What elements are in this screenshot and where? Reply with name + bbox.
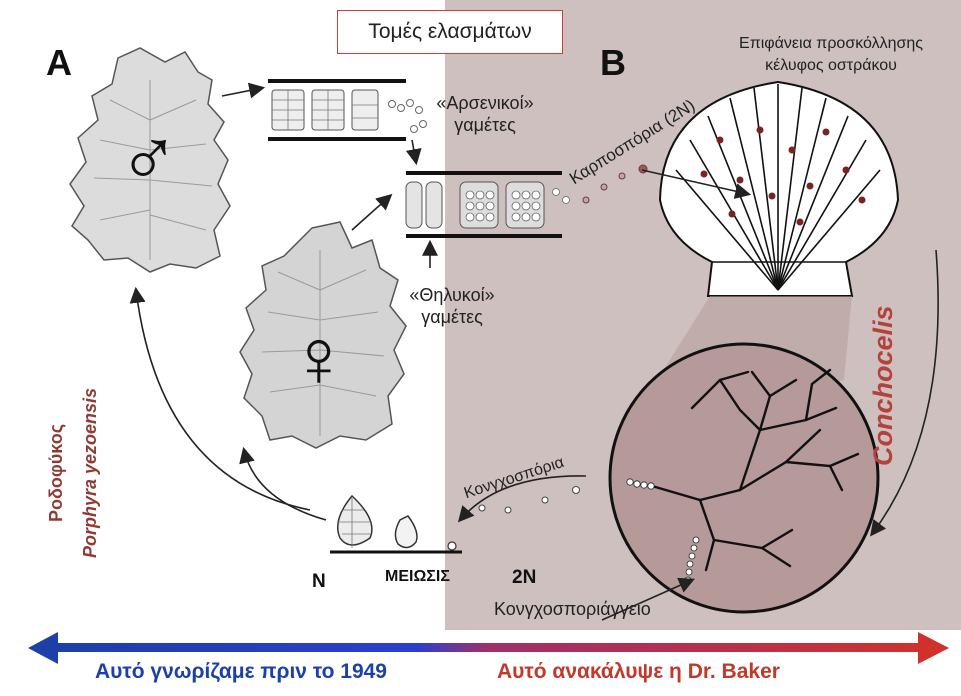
species-common-label: Ροδοφύκος	[46, 424, 67, 522]
conchocelis-label: Conchocelis	[868, 305, 899, 466]
male-section	[268, 81, 427, 139]
before-1949-label: Αυτό γνωρίζαμε πριν το 1949	[95, 660, 387, 684]
female-gametes-label: «Θηλυκοί» γαμέτες	[392, 284, 512, 328]
conchosporangium-label: Κονγχοσποριάγγειο	[494, 599, 651, 620]
male-gametes-line1: «Αρσενικοί»	[420, 92, 550, 114]
panel-b-label: B	[600, 42, 626, 84]
sections-title: Τομές ελασμάτων	[337, 10, 563, 54]
haploid-label: N	[312, 571, 326, 593]
female-gametes-line1: «Θηλυκοί»	[392, 284, 512, 306]
male-gametes-label: «Αρσενικοί» γαμέτες	[420, 92, 550, 136]
baker-discovery-label: Αυτό ανακάλυψε η Dr. Baker	[497, 660, 780, 684]
female-symbol: ♀	[288, 318, 350, 400]
sporangia	[330, 496, 462, 552]
conchocelis-circle	[610, 344, 878, 612]
male-symbol: ♂	[118, 118, 180, 200]
species-latin-label: Porphyra yezoensis	[80, 388, 101, 558]
shell-surface-line2: κέλυφος οστράκου	[706, 55, 956, 77]
shell-surface-label: Επιφάνεια προσκόλλησης κέλυφος οστράκου	[706, 33, 956, 77]
male-gametes-line2: γαμέτες	[420, 114, 550, 136]
shell-surface-line1: Επιφάνεια προσκόλλησης	[706, 33, 956, 55]
panel-a-label: A	[46, 42, 72, 84]
meiosis-label: ΜΕΙΩΣΙΣ	[385, 568, 450, 586]
diploid-label: 2N	[512, 567, 536, 589]
female-gametes-line2: γαμέτες	[392, 306, 512, 328]
